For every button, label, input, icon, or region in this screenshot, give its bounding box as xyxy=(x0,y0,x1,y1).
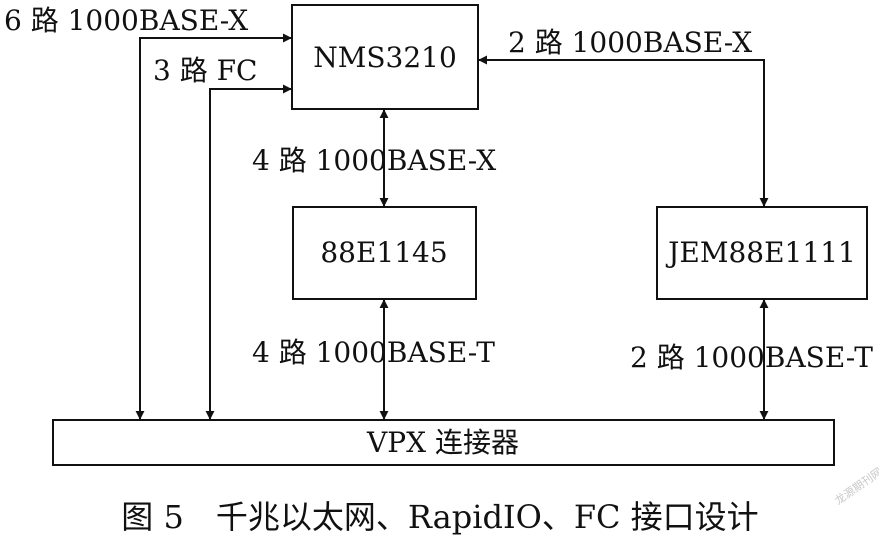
88e1145-box xyxy=(292,206,477,300)
label-4x-1000base-x: 4 路 1000BASE-X xyxy=(252,144,496,177)
figure-caption: 图 5 千兆以太网、RapidIO、FC 接口设计 xyxy=(121,498,758,536)
jem88e1111-box xyxy=(656,206,868,300)
link-2x-1000base-x xyxy=(478,55,769,207)
88e1145-label: 88E1145 xyxy=(320,236,447,269)
watermark: 龙源期刊网 xyxy=(832,464,879,507)
nms3210-label: NMS3210 xyxy=(313,41,457,74)
nms3210-box xyxy=(291,4,479,110)
link-3x-fc xyxy=(205,84,292,420)
label-2x-1000base-x: 2 路 1000BASE-X xyxy=(508,26,752,59)
label-3x-fc: 3 路 FC xyxy=(153,54,257,87)
label-6x-1000base-x: 6 路 1000BASE-X xyxy=(4,4,248,37)
label-4x-1000base-t: 4 路 1000BASE-T xyxy=(252,336,495,369)
link-6x-1000base-x xyxy=(135,33,292,420)
vpx-connector-box xyxy=(52,419,835,466)
jem88e1111-label: JEM88E1111 xyxy=(665,236,856,269)
label-2x-1000base-t: 2 路 1000BASE-T xyxy=(630,341,873,374)
vpx-connector-label: VPX 连接器 xyxy=(366,426,519,459)
